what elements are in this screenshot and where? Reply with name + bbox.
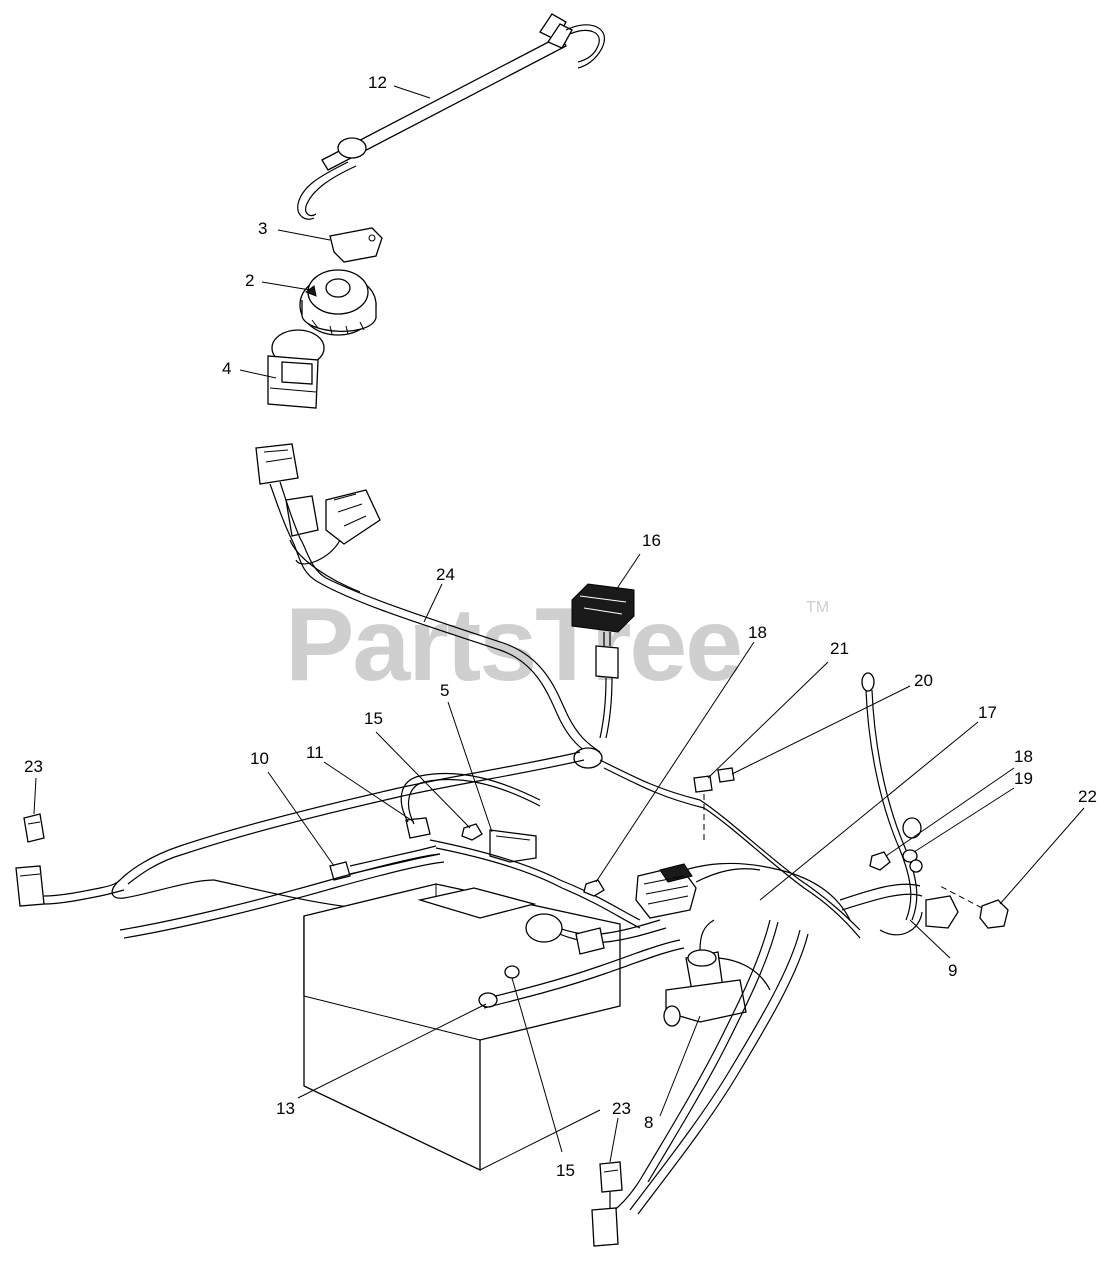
part-17-connector[interactable] xyxy=(635,863,761,919)
callout-15-upper: 15 xyxy=(364,709,383,728)
part-21-clip[interactable] xyxy=(693,775,713,840)
callout-19: 19 xyxy=(1014,769,1033,788)
callout-20: 20 xyxy=(914,671,933,690)
battery xyxy=(303,883,685,1172)
part-18-nut-right[interactable] xyxy=(869,851,891,871)
part-23-connector-bottom[interactable] xyxy=(591,1161,623,1247)
part-2-ignition-switch[interactable] xyxy=(299,269,377,336)
callout-13: 13 xyxy=(276,1099,295,1118)
callout-21: 21 xyxy=(830,639,849,658)
callout-18-mid: 18 xyxy=(748,623,767,642)
part-23-connector-left[interactable] xyxy=(15,813,125,907)
part-5-connector[interactable] xyxy=(489,829,537,863)
part-9-bracket[interactable] xyxy=(839,859,959,936)
callout-15-lower: 15 xyxy=(556,1161,575,1180)
part-11-relay-bracket[interactable] xyxy=(400,772,541,839)
part-12-cable[interactable] xyxy=(297,13,605,220)
part-16-fuse-block[interactable] xyxy=(571,583,635,739)
callout-8: 8 xyxy=(644,1113,653,1132)
callout-5: 5 xyxy=(440,681,449,700)
part-22-bolt[interactable] xyxy=(939,885,1009,929)
part-18-nut-mid[interactable] xyxy=(583,879,605,897)
part-24-harness[interactable] xyxy=(111,443,705,899)
watermark-tm: TM xyxy=(806,599,829,616)
callout-12: 12 xyxy=(368,73,387,92)
callout-4: 4 xyxy=(222,359,231,378)
part-8-solenoid[interactable] xyxy=(663,919,771,1027)
part-4-switch-body[interactable] xyxy=(267,329,325,409)
part-3-key[interactable] xyxy=(329,227,383,263)
watermark: PartsTree TM xyxy=(285,587,829,703)
watermark-text: PartsTree xyxy=(285,587,741,703)
callout-18-right: 18 xyxy=(1014,747,1033,766)
callout-17: 17 xyxy=(978,703,997,722)
callout-16: 16 xyxy=(642,531,661,550)
callout-9: 9 xyxy=(948,961,957,980)
callout-11: 11 xyxy=(306,743,324,762)
callout-22: 22 xyxy=(1078,787,1097,806)
callout-2: 2 xyxy=(245,271,254,290)
callout-23-bottom: 23 xyxy=(612,1099,631,1118)
callout-24: 24 xyxy=(436,565,455,584)
callout-labels: 12 3 2 4 16 24 18 21 20 17 18 19 22 5 15… xyxy=(24,73,1097,1180)
part-20-clip[interactable] xyxy=(717,767,735,783)
part-17-ground-cable[interactable] xyxy=(861,672,918,921)
callout-10: 10 xyxy=(250,749,269,768)
part-24-harness-lower[interactable] xyxy=(611,919,809,1215)
part-19-washer[interactable] xyxy=(902,817,922,863)
callout-3: 3 xyxy=(258,219,267,238)
callout-23-left: 23 xyxy=(24,757,43,776)
part-15-nut-upper[interactable] xyxy=(461,823,483,841)
leader-lines xyxy=(33,85,1085,1163)
